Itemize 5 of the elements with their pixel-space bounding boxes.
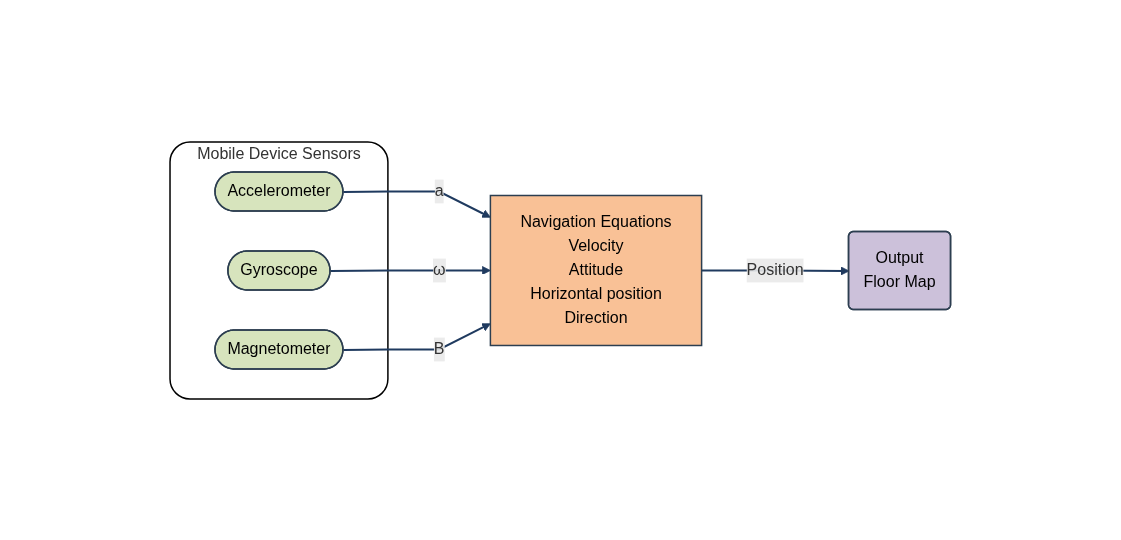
edge-label: B (434, 339, 445, 357)
edge-label: Position (746, 260, 804, 278)
edge-label: a (434, 182, 444, 199)
node-box: Navigation Equations Velocity Attitude Horizontal position Direction (489, 194, 703, 346)
edge-label: ω (433, 260, 446, 278)
